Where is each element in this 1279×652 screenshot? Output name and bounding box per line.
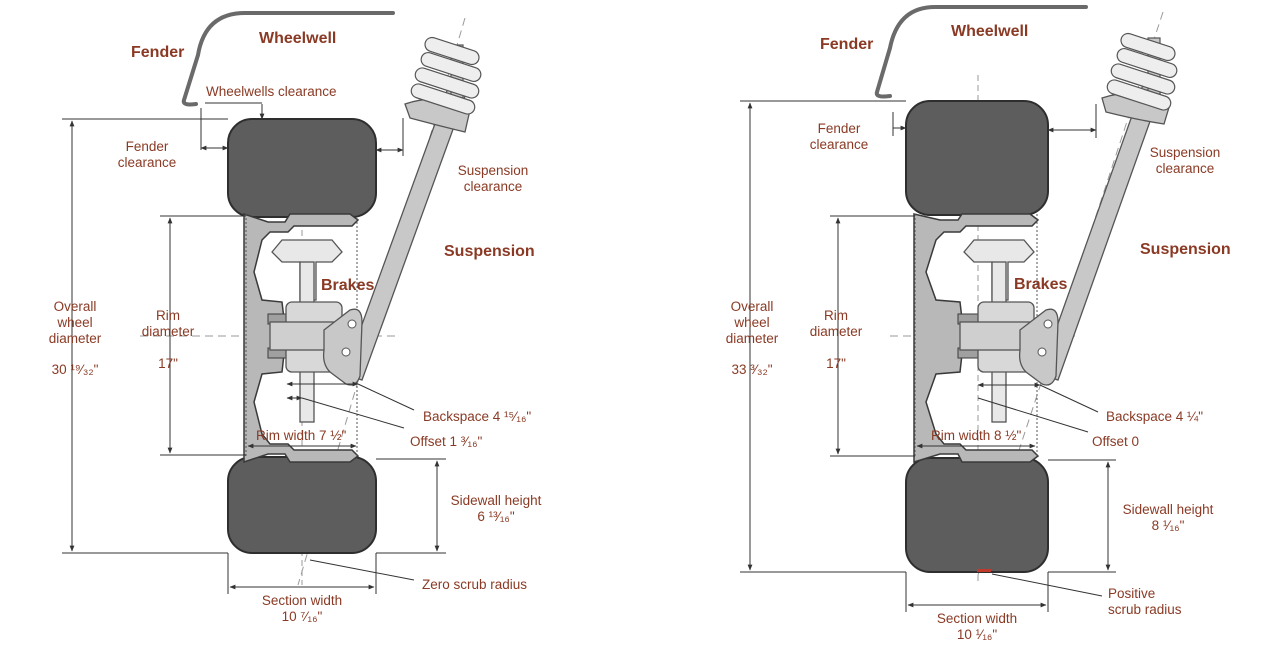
right-wheelwell-label: Wheelwell	[951, 23, 1028, 40]
right-suspension-strut	[1018, 32, 1178, 386]
left-rim-diameter-label-1: Rim	[156, 308, 180, 323]
left-fender-clearance-label-1: Fender	[126, 139, 169, 154]
left-brakes-label: Brakes	[321, 277, 374, 294]
right-suspension-clearance-label-1: Suspension	[1150, 145, 1221, 160]
left-fender-clearance-label-2: clearance	[118, 155, 177, 170]
right-brakes-label: Brakes	[1014, 276, 1067, 293]
left-suspension-label: Suspension	[444, 243, 535, 260]
left-tire-bottom	[227, 456, 377, 554]
right-sidewall-value: 8 ¹⁄₁₆"	[1152, 518, 1185, 533]
right-section-width-label: Section width	[937, 611, 1017, 626]
left-scrub-radius-label: Zero scrub radius	[422, 577, 527, 592]
right-scrub-radius-label-1: Positive	[1108, 586, 1155, 601]
left-overall-label-1: Overall	[54, 299, 97, 314]
left-suspension-strut	[322, 36, 482, 386]
right-sidewall-label: Sidewall height	[1123, 502, 1214, 517]
left-wheelwell-label: Wheelwell	[259, 30, 336, 47]
right-overall-label-1: Overall	[731, 299, 774, 314]
right-scrub-radius-mark	[977, 569, 991, 572]
right-labels: Fender Wheelwell Fender clearance Suspen…	[726, 23, 1231, 642]
left-suspension-clearance-label-2: clearance	[464, 179, 523, 194]
left-offset-label: Offset 1 ³⁄₁₆"	[410, 434, 483, 449]
right-fender-clearance-label-1: Fender	[818, 121, 861, 136]
left-overall-value: 30 ¹⁹⁄₃₂"	[52, 362, 99, 377]
right-rim-width-label: Rim width 8 ½"	[931, 428, 1022, 443]
right-overall-label-3: diameter	[726, 331, 779, 346]
right-offset-label: Offset 0	[1092, 434, 1139, 449]
left-sidewall-label: Sidewall height	[451, 493, 542, 508]
left-overall-label-3: diameter	[49, 331, 102, 346]
right-rim-diameter-label-2: diameter	[810, 324, 863, 339]
left-rim-diameter-label-2: diameter	[142, 324, 195, 339]
right-dimensions	[740, 100, 1116, 612]
right-suspension-label: Suspension	[1140, 241, 1231, 258]
left-diagram: Fender Wheelwell Wheelwells clearance Fe…	[49, 11, 542, 624]
left-rim-diameter-value: 17"	[158, 356, 178, 371]
right-overall-label-2: wheel	[733, 315, 769, 330]
right-fender-shape	[874, 5, 1088, 99]
right-overall-value: 33 ³⁄₃₂"	[731, 362, 772, 377]
right-scrub-radius-label-2: scrub radius	[1108, 602, 1182, 617]
right-diagram: Fender Wheelwell Fender clearance Suspen…	[726, 5, 1231, 642]
left-overall-label-2: wheel	[56, 315, 92, 330]
left-fender-shape	[181, 11, 395, 107]
right-fender-clearance-label-2: clearance	[810, 137, 869, 152]
right-section-width-value: 10 ¹⁄₁₆"	[957, 627, 998, 642]
right-backspace-label: Backspace 4 ¼"	[1106, 409, 1203, 424]
left-section-width-value: 10 ⁷⁄₁₆"	[282, 609, 323, 624]
left-sidewall-value: 6 ¹³⁄₁₆"	[477, 509, 515, 524]
right-suspension-clearance-label-2: clearance	[1156, 161, 1215, 176]
left-rim-width-label: Rim width 7 ½"	[256, 428, 347, 443]
left-section-width-label: Section width	[262, 593, 342, 608]
right-tire-top	[905, 100, 1049, 216]
right-rim-diameter-label-1: Rim	[824, 308, 848, 323]
left-dimensions	[62, 102, 446, 594]
right-tire-bottom	[905, 457, 1049, 573]
left-fender-label: Fender	[131, 44, 184, 61]
right-fender-label: Fender	[820, 36, 873, 53]
left-backspace-label: Backspace 4 ¹⁵⁄₁₆"	[423, 409, 531, 424]
left-wheelwells-clearance-label: Wheelwells clearance	[206, 84, 337, 99]
right-rim-diameter-value: 17"	[826, 356, 846, 371]
left-tire-top	[227, 118, 377, 218]
left-labels: Fender Wheelwell Wheelwells clearance Fe…	[49, 30, 542, 624]
left-suspension-clearance-label-1: Suspension	[458, 163, 529, 178]
